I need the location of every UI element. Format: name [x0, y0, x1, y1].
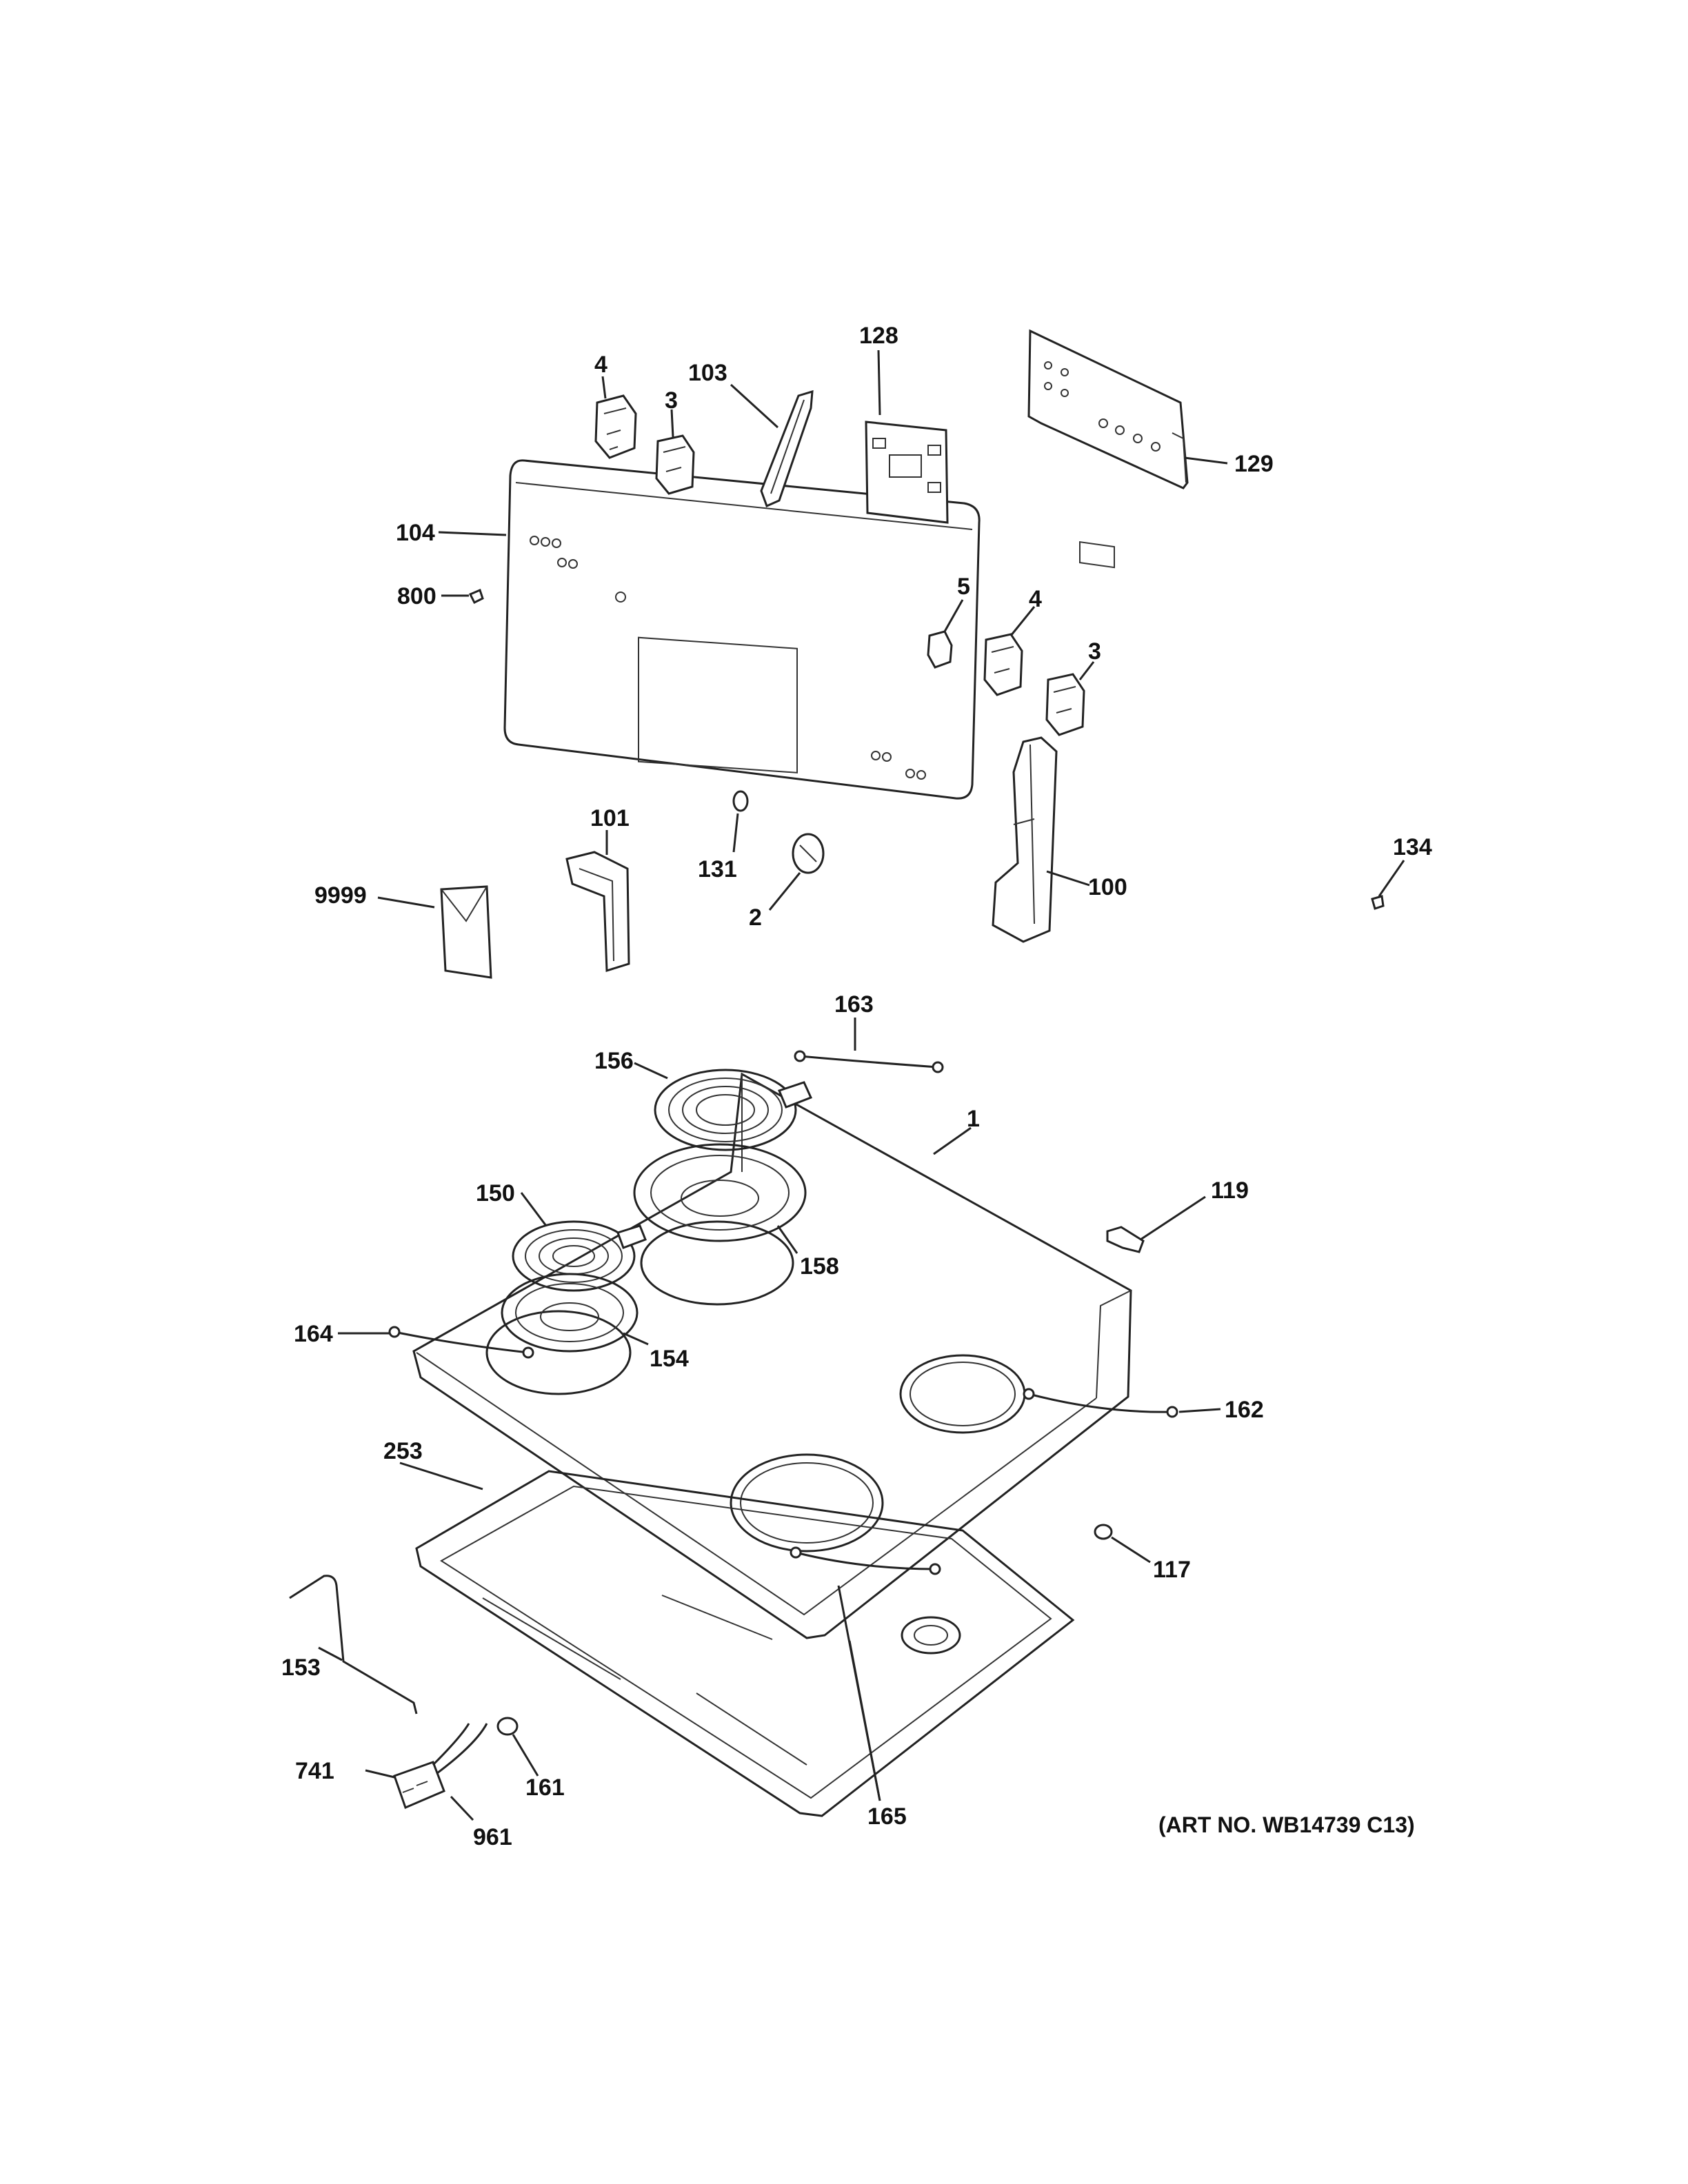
- label-128: 128: [859, 323, 898, 349]
- large-burner-coil-part-156: [654, 1069, 813, 1151]
- label-129: 129: [1234, 451, 1274, 477]
- label-2: 2: [749, 904, 762, 931]
- label-163: 163: [834, 991, 874, 1018]
- label-164: 164: [294, 1321, 333, 1347]
- switch-part-5: [927, 630, 953, 669]
- label-165: 165: [867, 1803, 907, 1830]
- backsplash-panel: [503, 459, 981, 800]
- label-134: 134: [1393, 834, 1432, 860]
- label-131: 131: [698, 856, 737, 882]
- label-150: 150: [476, 1180, 515, 1206]
- cooktop-bottom-pan-part-253: [415, 1470, 1075, 1817]
- control-board-part-129: [1027, 329, 1189, 569]
- label-162: 162: [1225, 1397, 1264, 1423]
- label-117: 117: [1153, 1557, 1191, 1583]
- label-156: 156: [594, 1048, 634, 1074]
- screw-part-800: [468, 588, 484, 605]
- label-119: 119: [1211, 1177, 1249, 1204]
- label-253: 253: [383, 1438, 423, 1464]
- label-153: 153: [281, 1655, 321, 1681]
- infinite-switch-part-4-left: [594, 394, 637, 459]
- drip-pan-part-158: [633, 1143, 807, 1242]
- side-trim-part-100: [992, 736, 1058, 943]
- control-overlay-part-128: [865, 421, 949, 524]
- label-3-left: 3: [665, 387, 678, 414]
- infinite-switch-part-4-right: [983, 633, 1023, 696]
- label-158: 158: [800, 1253, 839, 1280]
- small-burner-coil-part-150: [512, 1220, 647, 1292]
- terminal-block-part-741: [393, 1761, 445, 1810]
- wire-lead-part-961: [432, 1723, 488, 1775]
- label-4-right: 4: [1029, 586, 1042, 612]
- wire-harness-part-164: [388, 1326, 534, 1359]
- infinite-switch-part-3-left: [655, 434, 695, 495]
- screw-part-134: [1371, 895, 1385, 910]
- leader-lines: [318, 350, 1405, 1821]
- label-103: 103: [688, 360, 727, 386]
- knob-part-131: [732, 790, 749, 812]
- clip-part-117: [1094, 1524, 1113, 1540]
- hinge-bracket-part-119: [1106, 1226, 1145, 1253]
- strain-relief-part-161: [496, 1717, 519, 1736]
- support-rod-part-153: [289, 1575, 418, 1715]
- label-100: 100: [1088, 874, 1127, 900]
- part-labels: 4 3 103 128 129 104 800 5 4 3 101 131 2 …: [281, 323, 1432, 1850]
- infinite-switch-part-3-right: [1045, 673, 1085, 736]
- label-161: 161: [525, 1775, 565, 1801]
- label-961: 961: [473, 1824, 512, 1850]
- wire-harness-part-162: [1023, 1388, 1178, 1418]
- label-800: 800: [397, 583, 436, 609]
- label-5: 5: [957, 574, 970, 600]
- label-1: 1: [967, 1106, 980, 1132]
- trim-bracket-part-103: [760, 390, 814, 508]
- label-104: 104: [396, 520, 435, 546]
- label-4-left: 4: [594, 352, 607, 378]
- wire-harness-part-165: [790, 1546, 941, 1575]
- bracket-part-101: [565, 851, 630, 973]
- label-3-right: 3: [1088, 638, 1101, 665]
- label-9999: 9999: [314, 882, 367, 909]
- art-number: (ART NO. WB14739 C13): [1158, 1812, 1415, 1837]
- literature-part-9999: [440, 885, 492, 979]
- label-101: 101: [590, 805, 630, 831]
- label-741: 741: [295, 1758, 334, 1784]
- drip-pan-part-154: [501, 1273, 639, 1353]
- wire-harness-part-163: [794, 1050, 944, 1073]
- control-knob-part-2: [792, 833, 825, 874]
- label-154: 154: [650, 1346, 689, 1372]
